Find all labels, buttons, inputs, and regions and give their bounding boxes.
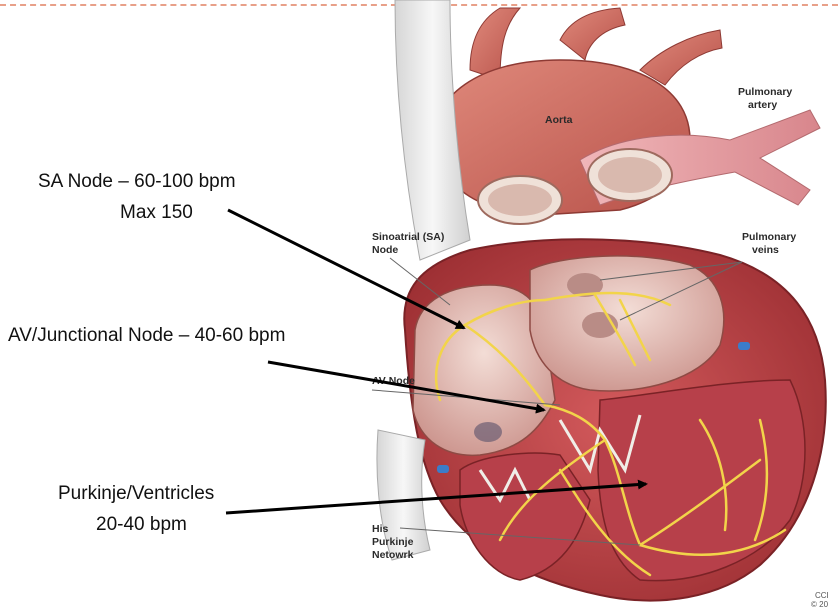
sa-node-callout-line2: Max 150 <box>120 200 193 226</box>
copyright-label-1: CCI <box>815 591 829 600</box>
pulmonary-artery-label-2: artery <box>748 99 777 111</box>
coronary-sinus <box>474 422 502 442</box>
purkinje-callout-line2: 20-40 bpm <box>96 512 187 538</box>
pulmonary-artery-label-1: Pulmonary <box>738 86 792 98</box>
his-label-3: Netowrk <box>372 549 414 561</box>
left-vessel-cap <box>437 465 449 473</box>
his-label-2: Purkinje <box>372 536 414 548</box>
his-label-1: His <box>372 523 389 535</box>
purkinje-callout-line1: Purkinje/Ventricles <box>58 481 214 507</box>
right-vessel-cap <box>738 342 750 350</box>
pulmonary-veins-label-1: Pulmonary <box>742 231 796 243</box>
aorta-label: Aorta <box>545 114 573 126</box>
sa-node-callout-line1: SA Node – 60-100 bpm <box>38 169 236 195</box>
sa-node-label-2: Node <box>372 244 398 256</box>
pulmonary-veins-label-2: veins <box>752 244 779 256</box>
copyright-label-2: © 20 <box>811 600 829 609</box>
sa-node-label-1: Sinoatrial (SA) <box>372 231 444 243</box>
av-node-callout: AV/Junctional Node – 40-60 bpm <box>8 323 285 349</box>
